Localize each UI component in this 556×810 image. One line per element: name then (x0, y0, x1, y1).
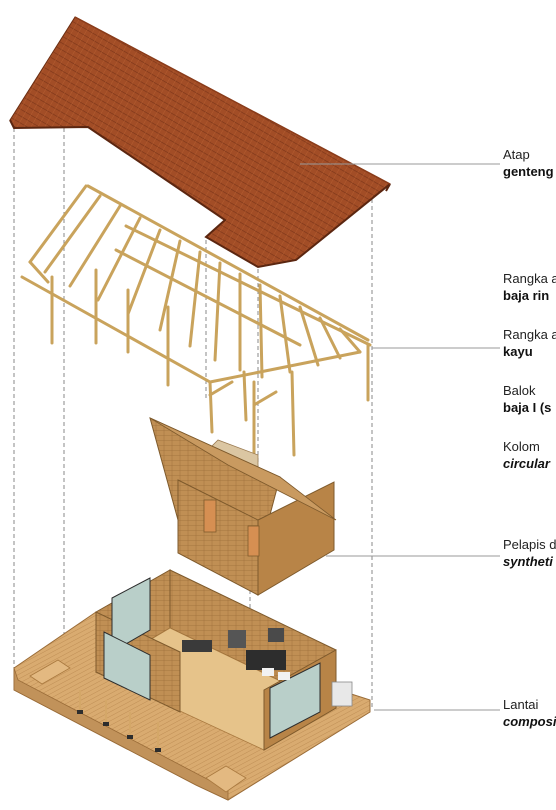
foundation-posts (79, 690, 159, 748)
roof-tiles (9, 16, 391, 269)
foundation-feet (77, 710, 161, 752)
label-balok: Balok baja I (s (503, 382, 551, 416)
label-pelapis-material: syntheti (503, 554, 553, 569)
label-atap-material: genteng (503, 164, 554, 179)
label-lantai: Lantai composi (503, 696, 556, 730)
label-lantai-material: composi (503, 714, 556, 729)
wall-shell (149, 417, 337, 596)
label-atap-title: Atap (503, 147, 530, 162)
label-rangka-baja-title: Rangka a (503, 271, 556, 286)
label-kolom-title: Kolom (503, 439, 540, 454)
label-balok-material: baja I (s (503, 400, 552, 415)
roof-frame (20, 184, 372, 480)
label-atap: Atap genteng (503, 146, 554, 180)
label-balok-title: Balok (503, 383, 536, 398)
label-rangka-kayu-material: kayu (503, 344, 533, 359)
leader-lines (300, 163, 500, 711)
label-kolom: Kolom circular (503, 438, 550, 472)
label-rangka-kayu: Rangka a kayu (503, 326, 556, 360)
label-kolom-material: circular (503, 456, 550, 471)
label-pelapis: Pelapis d syntheti (503, 536, 556, 570)
label-rangka-baja: Rangka a baja rin (503, 270, 556, 304)
label-rangka-kayu-title: Rangka a (503, 327, 556, 342)
floor-walls (95, 569, 353, 751)
label-pelapis-title: Pelapis d (503, 537, 556, 552)
label-lantai-title: Lantai (503, 697, 539, 712)
label-rangka-baja-material: baja rin (503, 288, 550, 303)
